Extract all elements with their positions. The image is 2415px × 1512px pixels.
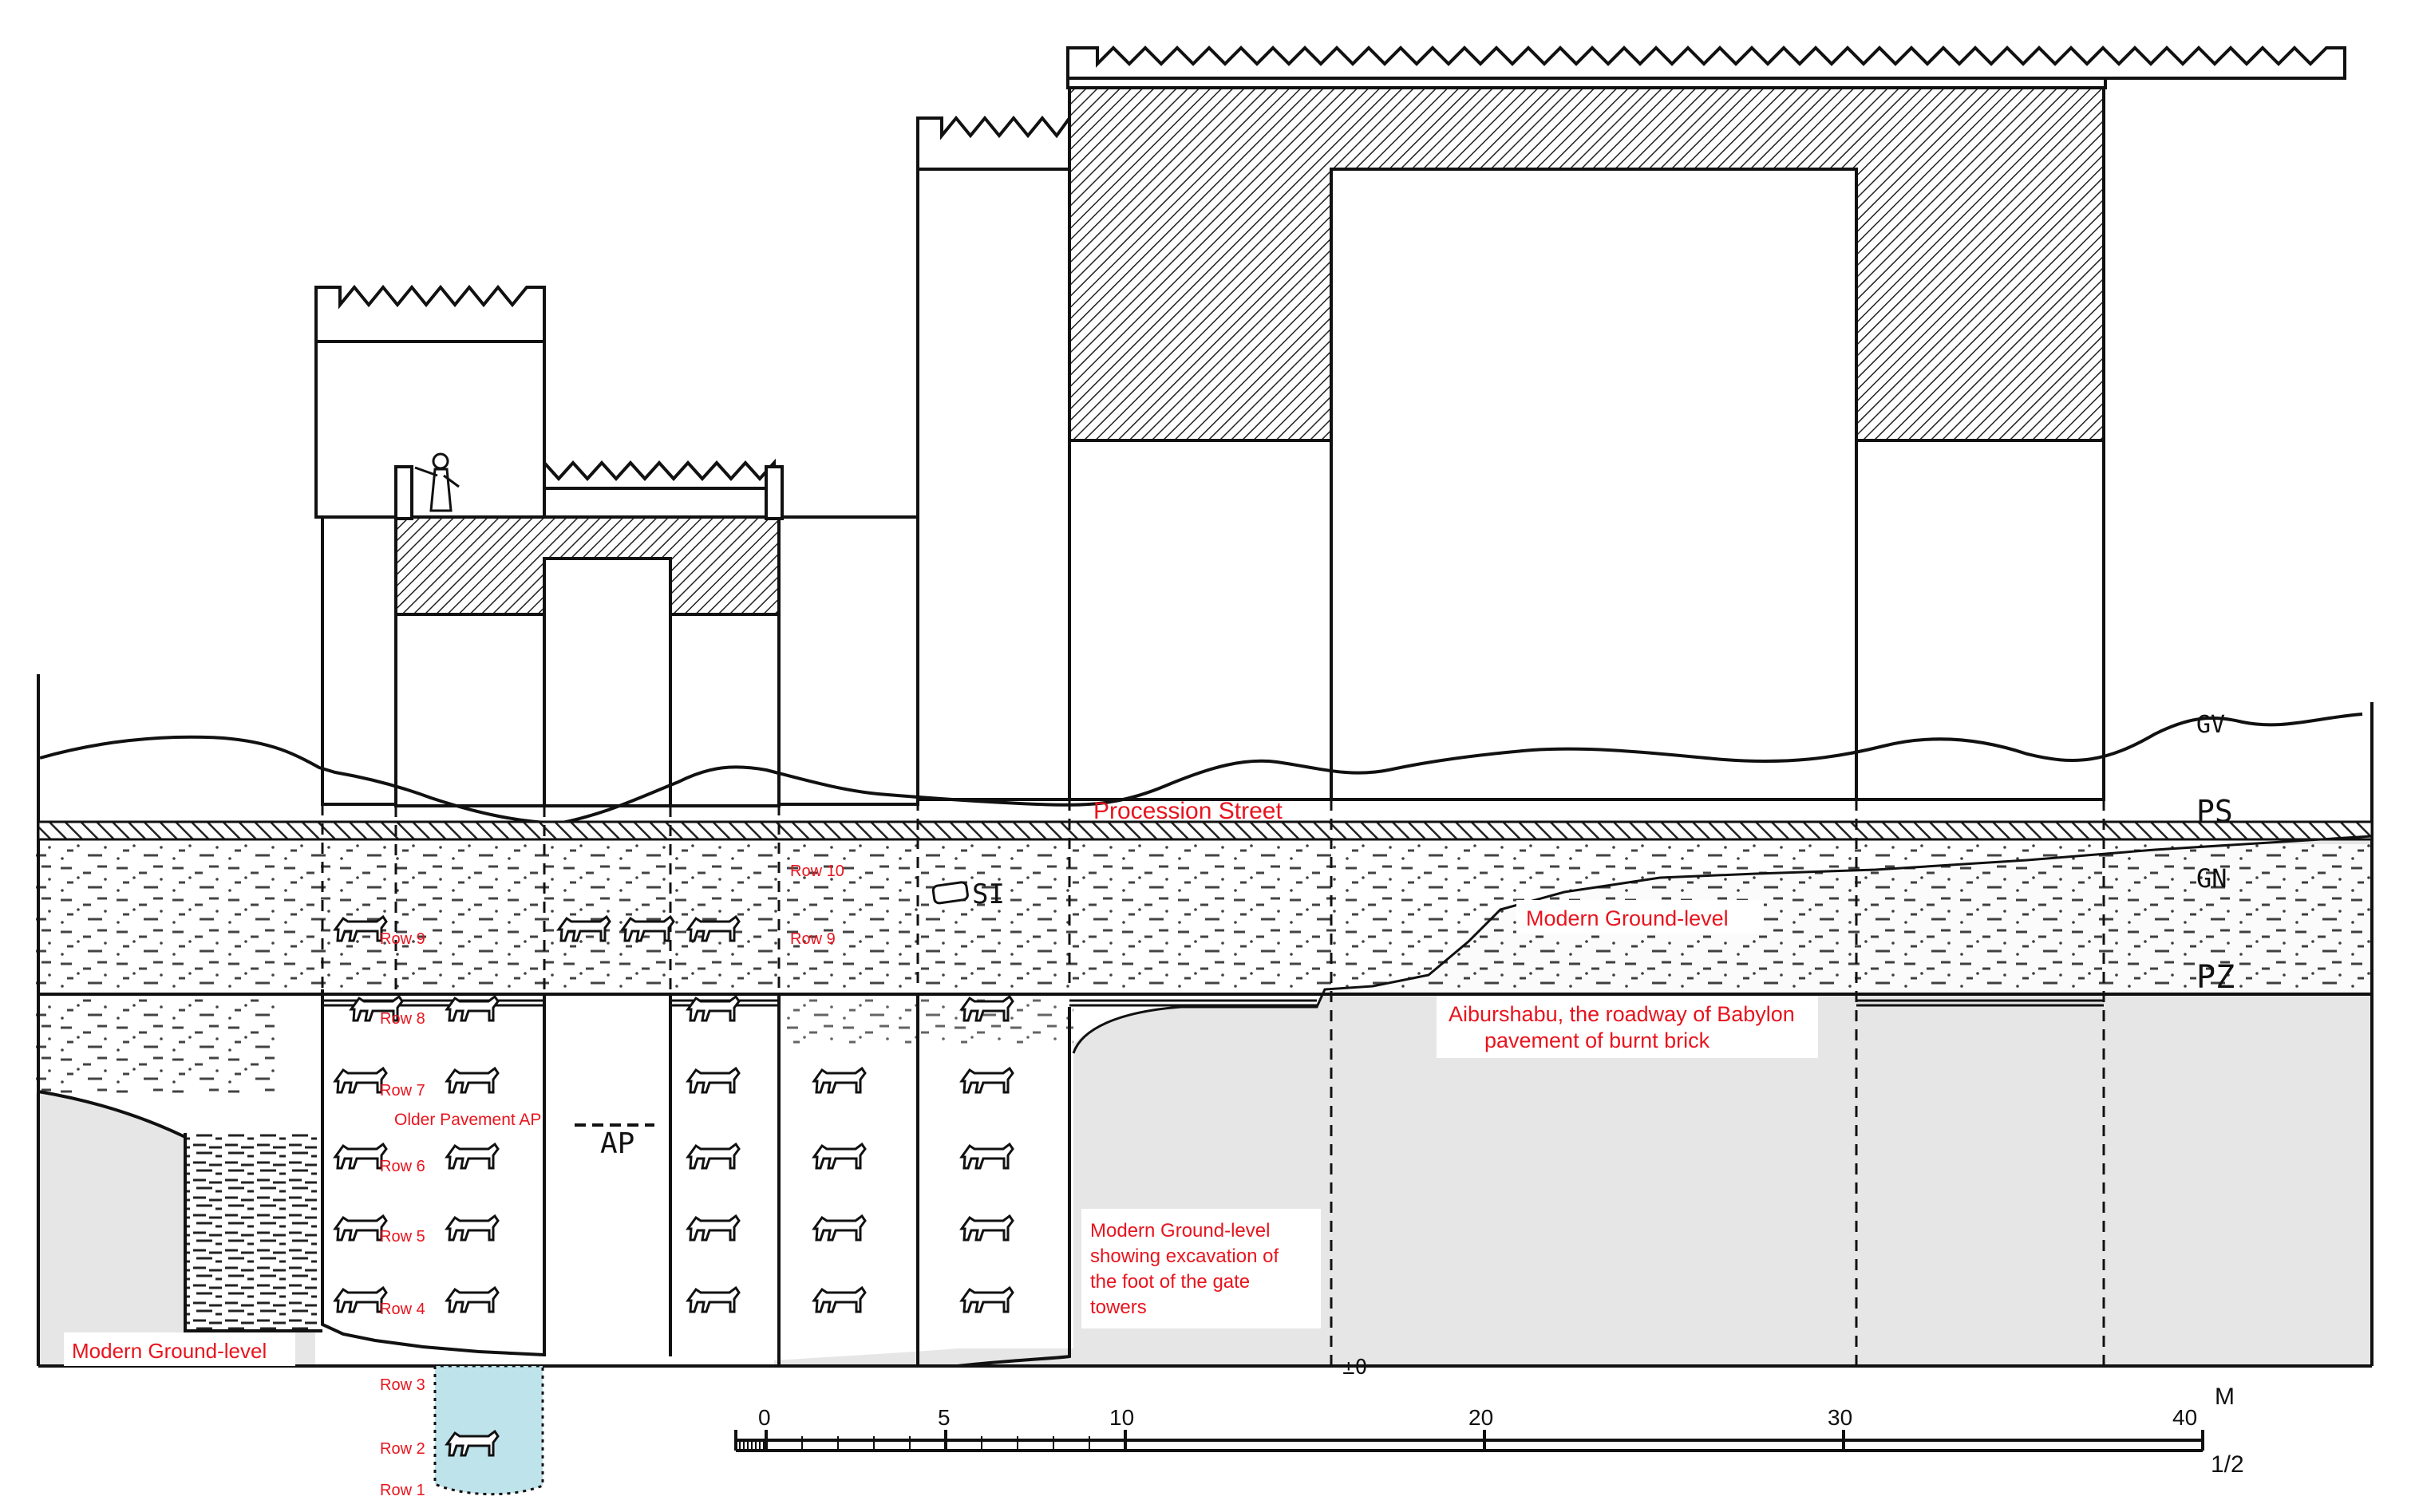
gn-level-code: GN bbox=[2196, 863, 2227, 894]
modern-ground-center-line4: towers bbox=[1090, 1297, 1147, 1318]
row-labels: Row 10 Row 9 Row 9 Row 8 Row 7 Row 6 Row… bbox=[380, 863, 844, 1499]
scale-minor-ticks bbox=[739, 1436, 1090, 1451]
animal-relief-icon bbox=[445, 1066, 500, 1094]
scale-tick-0: 0 bbox=[758, 1405, 771, 1430]
row-6-label: Row 6 bbox=[380, 1158, 425, 1175]
animal-relief-icon bbox=[445, 1142, 500, 1170]
scale-bar-ticks: 0 5 10 20 30 40 M 1/2 bbox=[758, 1384, 2244, 1478]
animal-relief-icon bbox=[686, 1285, 741, 1313]
scale-ratio-mark: 1/2 bbox=[2211, 1451, 2244, 1478]
animal-relief-icon bbox=[333, 914, 388, 942]
animal-relief-icon bbox=[959, 1142, 1014, 1170]
animal-relief-icon bbox=[333, 1214, 388, 1242]
foundation-dashed-lines bbox=[321, 799, 2105, 1366]
water-pit-fill bbox=[433, 1364, 544, 1496]
modern-ground-center-line2: showing excavation of bbox=[1090, 1246, 1279, 1267]
animal-relief-icon bbox=[556, 914, 611, 942]
row-9-label-left: Row 9 bbox=[380, 930, 425, 948]
pz-level-code: PZ bbox=[2196, 959, 2235, 996]
modern-ground-fill-center bbox=[774, 1348, 1073, 1366]
scale-tick-20: 20 bbox=[1468, 1405, 1493, 1430]
animal-relief-icon bbox=[686, 1066, 741, 1094]
procession-street-label: Procession Street bbox=[1093, 798, 1283, 824]
si-label: SI bbox=[972, 878, 1005, 910]
scale-tick-10: 10 bbox=[1109, 1405, 1134, 1430]
animal-relief-icon bbox=[959, 1066, 1014, 1094]
left-tower bbox=[314, 284, 546, 806]
animal-relief-icon bbox=[686, 994, 741, 1022]
animal-relief-icon bbox=[333, 1142, 388, 1170]
animal-reliefs bbox=[333, 914, 1014, 1457]
modern-ground-fill-left bbox=[36, 1092, 315, 1366]
animal-relief-icon bbox=[333, 1285, 388, 1313]
animal-relief-icon bbox=[445, 994, 500, 1022]
row-4-label: Row 4 bbox=[380, 1301, 425, 1318]
modern-ground-label-left: Modern Ground-level bbox=[72, 1339, 267, 1363]
animal-relief-icon bbox=[812, 1285, 867, 1313]
animal-relief-icon bbox=[959, 994, 1014, 1022]
animal-relief-icon bbox=[686, 1214, 741, 1242]
ap-label: AP bbox=[600, 1127, 634, 1160]
animal-relief-icon bbox=[812, 1214, 867, 1242]
aiburshabu-label-line1: Aiburshabu, the roadway of Babylon bbox=[1449, 1002, 1795, 1026]
modern-ground-center-line1: Modern Ground-level bbox=[1090, 1220, 1270, 1242]
ground-layers bbox=[36, 844, 2370, 1332]
row-8-label: Row 8 bbox=[380, 1010, 425, 1028]
row-2-label: Row 2 bbox=[380, 1440, 425, 1458]
scale-tick-5: 5 bbox=[938, 1405, 951, 1430]
ps-level-code: PS bbox=[2196, 794, 2233, 829]
aiburshabu-label-line2: pavement of burnt brick bbox=[1484, 1028, 1710, 1052]
datum-mark: ±0 bbox=[1342, 1356, 1367, 1380]
row-7-label: Row 7 bbox=[380, 1082, 425, 1099]
animal-relief-icon bbox=[686, 914, 741, 942]
scale-unit: M bbox=[2215, 1384, 2235, 1410]
animal-relief-icon bbox=[812, 1066, 867, 1094]
older-pavement-label: Older Pavement AP bbox=[394, 1111, 541, 1129]
scale-bar bbox=[734, 1430, 2204, 1452]
animal-relief-icon bbox=[620, 914, 675, 942]
forecourt-wall bbox=[394, 458, 919, 807]
standing-figure-icon bbox=[414, 452, 460, 512]
main-gate-structure bbox=[1066, 45, 2346, 801]
tower-foundations bbox=[38, 989, 2372, 1368]
animal-relief-icon bbox=[445, 1214, 500, 1242]
animal-relief-icon bbox=[959, 1214, 1014, 1242]
procession-street-band bbox=[37, 820, 2373, 841]
animal-relief-icon bbox=[959, 1285, 1014, 1313]
row-5-label: Row 5 bbox=[380, 1228, 425, 1246]
middle-tower bbox=[916, 113, 1071, 801]
scale-tick-40: 40 bbox=[2172, 1405, 2197, 1430]
modern-ground-center-line3: the foot of the gate bbox=[1090, 1271, 1250, 1293]
modern-ground-label-right: Modern Ground-level bbox=[1526, 906, 1729, 930]
row-10-label: Row 10 bbox=[790, 863, 844, 880]
animal-relief-icon bbox=[333, 1066, 388, 1094]
row-1-label: Row 1 bbox=[380, 1482, 425, 1499]
animal-relief-icon bbox=[445, 1429, 500, 1457]
gv-level-code: GV bbox=[2196, 711, 2225, 739]
ground-surface-gv-line bbox=[39, 713, 2363, 826]
scale-tick-30: 30 bbox=[1828, 1405, 1852, 1430]
animal-relief-icon bbox=[349, 994, 404, 1022]
animal-relief-icon bbox=[686, 1142, 741, 1170]
row-3-label: Row 3 bbox=[380, 1376, 425, 1394]
animal-relief-icon bbox=[812, 1142, 867, 1170]
si-marker-box bbox=[931, 881, 969, 905]
row-9-label-right: Row 9 bbox=[790, 930, 836, 948]
modern-ground-profile-right bbox=[1072, 835, 2373, 1054]
animal-relief-icon bbox=[445, 1285, 500, 1313]
